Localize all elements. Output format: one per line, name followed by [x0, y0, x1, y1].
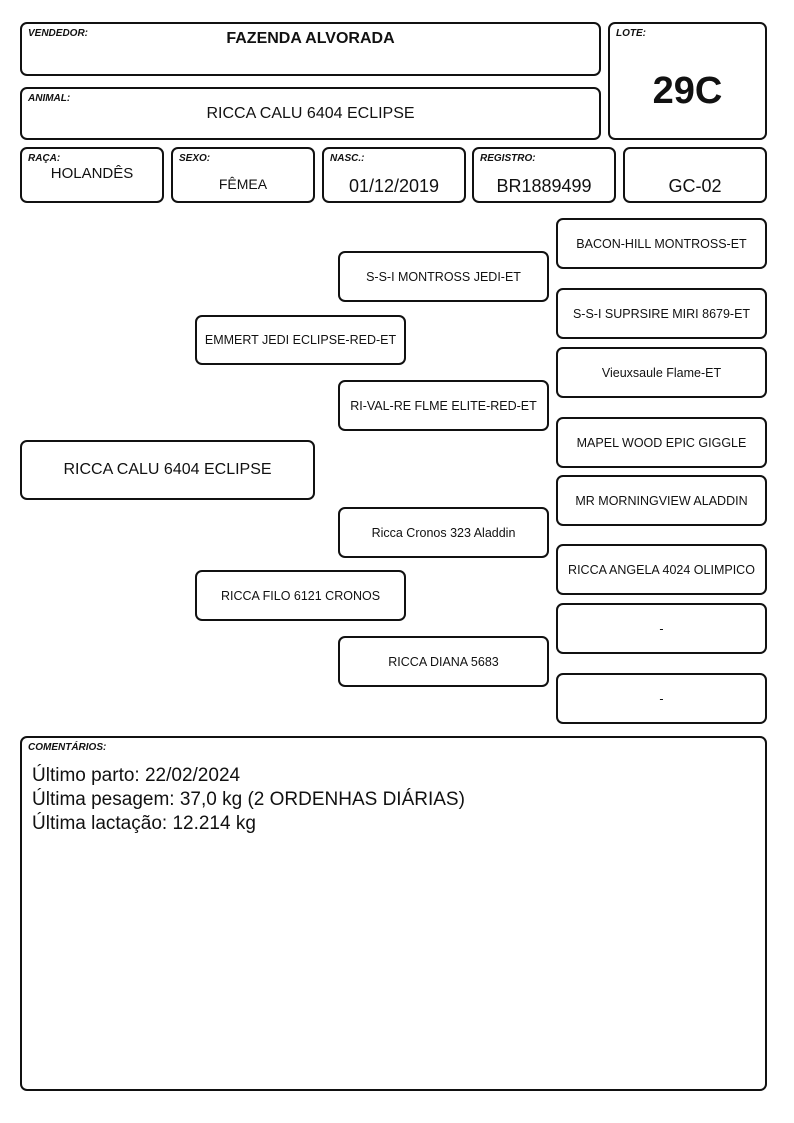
registro-label: REGISTRO:: [480, 153, 536, 164]
nasc-box: NASC.: 01/12/2019: [322, 147, 466, 203]
nasc-label: NASC.:: [330, 153, 365, 164]
pedigree-ggp-2-name: S-S-I SUPRSIRE MIRI 8679-ET: [572, 306, 751, 321]
pedigree-sire: EMMERT JEDI ECLIPSE-RED-ET: [195, 315, 406, 365]
vendedor-value: FAZENDA ALVORADA: [226, 30, 395, 47]
pedigree-ggp-6-name: RICCA ANGELA 4024 OLIMPICO: [568, 562, 755, 577]
animal-label: ANIMAL:: [28, 93, 71, 104]
pedigree-ggp-5: MR MORNINGVIEW ALADDIN: [556, 475, 767, 526]
vendedor-box: VENDEDOR: FAZENDA ALVORADA: [20, 22, 601, 76]
pedigree-sire-dam: RI-VAL-RE FLME ELITE-RED-ET: [338, 380, 549, 431]
sexo-value: FÊMEA: [218, 176, 268, 192]
registro-box: REGISTRO: BR1889499: [472, 147, 616, 203]
pedigree-sire-sire: S-S-I MONTROSS JEDI-ET: [338, 251, 549, 302]
pedigree-ggp-8-name: -: [659, 691, 664, 706]
grupo-value: GC-02: [668, 176, 722, 196]
pedigree-ggp-1: BACON-HILL MONTROSS-ET: [556, 218, 767, 269]
registro-value: BR1889499: [496, 176, 592, 196]
raca-label: RAÇA:: [28, 153, 61, 164]
pedigree-ggp-7-name: -: [659, 621, 664, 636]
lote-value: 29C: [652, 70, 723, 112]
pedigree-dam: RICCA FILO 6121 CRONOS: [195, 570, 406, 621]
pedigree-ggp-4-name: MAPEL WOOD EPIC GIGGLE: [576, 435, 747, 450]
pedigree-sire-sire-name: S-S-I MONTROSS JEDI-ET: [366, 269, 521, 284]
pedigree-sire-name: EMMERT JEDI ECLIPSE-RED-ET: [204, 333, 397, 347]
pedigree-sire-dam-name: RI-VAL-RE FLME ELITE-RED-ET: [350, 398, 537, 413]
pedigree-ggp-8: -: [556, 673, 767, 724]
pedigree-dam-dam-name: RICCA DIANA 5683: [388, 654, 499, 669]
nasc-value: 01/12/2019: [348, 176, 440, 196]
comentario-line-1: Último parto: 22/02/2024: [32, 765, 241, 786]
pedigree-ggp-6: RICCA ANGELA 4024 OLIMPICO: [556, 544, 767, 595]
sexo-box: SEXO: FÊMEA: [171, 147, 315, 203]
pedigree-ggp-1-name: BACON-HILL MONTROSS-ET: [576, 236, 747, 251]
sexo-label: SEXO:: [179, 153, 211, 164]
comentarios-label: COMENTÁRIOS:: [28, 742, 107, 753]
pedigree-ggp-3-name: Vieuxsaule Flame-ET: [601, 365, 722, 380]
raca-value: HOLANDÊS: [50, 165, 134, 182]
lote-box: LOTE: 29C: [608, 22, 767, 140]
pedigree-ggp-4: MAPEL WOOD EPIC GIGGLE: [556, 417, 767, 468]
pedigree-ggp-3: Vieuxsaule Flame-ET: [556, 347, 767, 398]
lote-label: LOTE:: [616, 28, 646, 39]
grupo-box: GC-02: [623, 147, 767, 203]
comentarios-box: COMENTÁRIOS: Último parto: 22/02/2024 Úl…: [20, 736, 767, 1091]
pedigree-animal-name: RICCA CALU 6404 ECLIPSE: [63, 461, 272, 478]
pedigree-animal: RICCA CALU 6404 ECLIPSE: [20, 440, 315, 500]
pedigree-dam-sire-name: Ricca Cronos 323 Aladdin: [371, 525, 516, 540]
animal-box: ANIMAL: RICCA CALU 6404 ECLIPSE: [20, 87, 601, 140]
comentario-line-3: Última lactação: 12.214 kg: [32, 813, 256, 834]
pedigree-ggp-2: S-S-I SUPRSIRE MIRI 8679-ET: [556, 288, 767, 339]
pedigree-dam-sire: Ricca Cronos 323 Aladdin: [338, 507, 549, 558]
comentarios-text: Último parto: 22/02/2024 Última pesagem:…: [32, 764, 465, 836]
pedigree-dam-name: RICCA FILO 6121 CRONOS: [220, 588, 381, 603]
raca-box: RAÇA: HOLANDÊS: [20, 147, 164, 203]
pedigree-dam-dam: RICCA DIANA 5683: [338, 636, 549, 687]
pedigree-ggp-7: -: [556, 603, 767, 654]
pedigree-ggp-5-name: MR MORNINGVIEW ALADDIN: [575, 493, 748, 508]
vendedor-label: VENDEDOR:: [28, 28, 89, 39]
animal-value: RICCA CALU 6404 ECLIPSE: [206, 105, 415, 122]
comentario-line-2: Última pesagem: 37,0 kg (2 ORDENHAS DIÁR…: [32, 789, 465, 810]
